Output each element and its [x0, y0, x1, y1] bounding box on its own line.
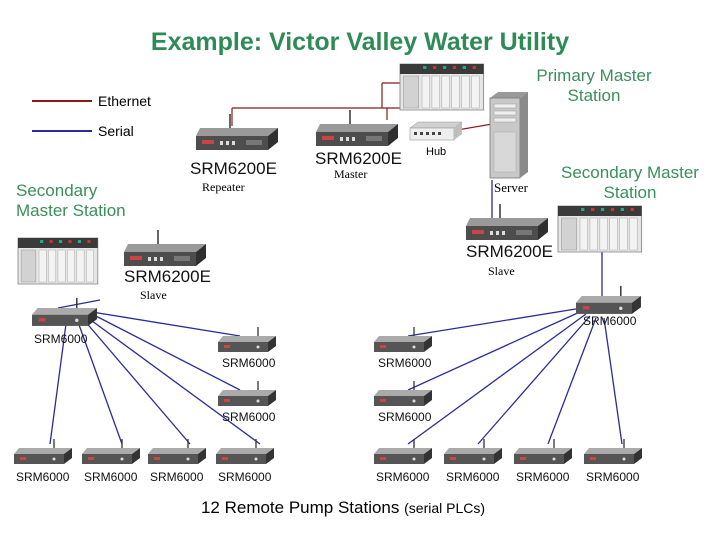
remote-radio-icon — [217, 326, 277, 353]
remote-radio-label: SRM6000 — [378, 410, 432, 424]
legend-serial-label: Serial — [98, 123, 134, 139]
hub-label: Hub — [426, 146, 447, 158]
remote-radio-label: SRM6000 — [218, 470, 272, 484]
remote-radio-label: SRM6000 — [376, 470, 430, 484]
remote-radio-label: SRM6000 — [150, 470, 204, 484]
server-label: Server — [494, 180, 528, 195]
remote-radio-label: SRM6000 — [222, 410, 276, 424]
footer-note: (serial PLCs) — [404, 500, 486, 516]
primary-master-plc — [399, 63, 485, 111]
remote-radio-label: SRM6000 — [222, 356, 276, 370]
hub-icon — [409, 121, 463, 141]
secondary-master-station-left-label: Secondary Master Station — [16, 181, 126, 220]
repeater-radio-icon — [195, 113, 279, 151]
right-hub-radio-label: SRM6000 — [583, 314, 637, 328]
remote-radio-icon — [147, 438, 207, 465]
slave-left-model-label: SRM6200E — [124, 267, 211, 286]
slave-right-radio-icon — [465, 203, 549, 241]
master-role-label: Master — [334, 167, 368, 181]
slave-left-radio-icon — [123, 229, 207, 267]
primary-master-station-label: Primary Master Station — [536, 66, 652, 105]
remote-radio-icon — [13, 438, 73, 465]
remote-radio-icon — [513, 438, 573, 465]
remote-radio-icon — [373, 326, 433, 353]
slave-left-role-label: Slave — [140, 288, 167, 302]
remote-radio-icon — [81, 438, 141, 465]
secondary-master-station-right-label: Secondary Master Station — [561, 163, 699, 202]
footer-main: 12 Remote Pump Stations — [200, 498, 400, 517]
remote-radio-label: SRM6000 — [446, 470, 500, 484]
left-hub-radio-label: SRM6000 — [34, 332, 88, 346]
repeater-model-label: SRM6200E — [190, 159, 277, 178]
remote-radio-icon — [215, 438, 275, 465]
remote-radio-label: SRM6000 — [586, 470, 640, 484]
remote-radio-label: SRM6000 — [378, 356, 432, 370]
right-hub-radio-icon — [575, 285, 642, 315]
repeater-role-label: Repeater — [202, 180, 245, 194]
remote-radio-icon — [373, 438, 433, 465]
remote-radio-label: SRM6000 — [516, 470, 570, 484]
remote-radio-label: SRM6000 — [84, 470, 138, 484]
remote-radio-icon — [583, 438, 643, 465]
serial-links — [49, 180, 623, 445]
slave-right-role-label: Slave — [488, 264, 515, 278]
server-icon — [489, 92, 528, 179]
footer-caption: 12 Remote Pump Stations (serial PLCs) — [0, 498, 686, 518]
master-model-label: SRM6200E — [315, 149, 402, 168]
legend-ethernet-label: Ethernet — [98, 93, 151, 109]
remote-radio-label: SRM6000 — [16, 470, 70, 484]
page-title: Example: Victor Valley Water Utility — [150, 28, 570, 56]
secondary-right-plc — [557, 205, 643, 253]
remote-radio-icon — [217, 380, 277, 407]
remote-radio-icon — [443, 438, 503, 465]
remote-radio-icon — [373, 380, 433, 407]
slave-right-model-label: SRM6200E — [466, 242, 553, 261]
secondary-left-plc — [17, 237, 99, 285]
master-radio-icon — [315, 109, 399, 147]
